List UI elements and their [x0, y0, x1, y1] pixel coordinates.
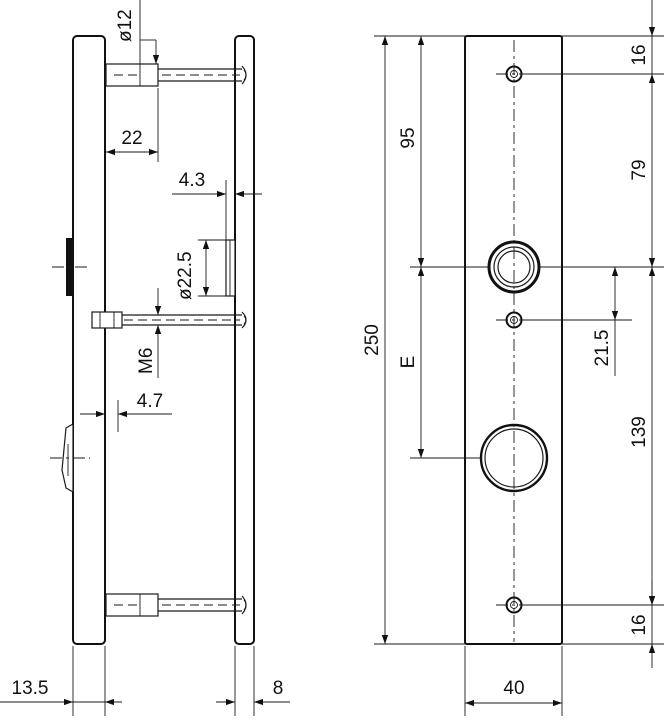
dim-8: 8: [216, 646, 290, 716]
label-4-3: 4.3: [179, 170, 205, 191]
label-95: 95: [398, 127, 419, 148]
label-8: 8: [273, 678, 284, 699]
dim-13-5: 13.5: [0, 646, 122, 716]
label-22: 22: [121, 128, 142, 149]
dim-e: E: [398, 267, 425, 458]
left-plate: [72, 35, 106, 645]
front-view: 250 95 E 40 16 79: [362, 0, 664, 716]
screw-hole-bottom: [496, 596, 532, 614]
label-16-bottom: 16: [629, 614, 650, 635]
label-250: 250: [362, 324, 383, 356]
dim-16-top: 16: [629, 0, 656, 98]
dim-4-3: 4.3: [172, 170, 262, 240]
label-139: 139: [629, 416, 650, 448]
dim-79: 79: [629, 98, 656, 267]
label-m6: M6: [136, 348, 157, 374]
screw-hole-middle: [496, 311, 532, 329]
dim-22: 22: [106, 88, 159, 162]
label-4-7: 4.7: [137, 391, 163, 412]
label-dia-12: ø12: [115, 9, 136, 42]
dim-16-bottom: 16: [629, 580, 656, 668]
rosette: [225, 239, 236, 297]
label-21-5: 21.5: [592, 330, 613, 367]
bolt-top: [105, 63, 247, 87]
label-79: 79: [629, 159, 650, 180]
dim-139: 139: [629, 267, 656, 605]
label-16-top: 16: [629, 44, 650, 65]
right-plate: [234, 35, 255, 645]
bolt-bottom: [105, 593, 247, 617]
side-view: ø12 22 4.3 ø22.5 M6: [0, 0, 290, 716]
dim-dia-12: ø12: [115, 0, 160, 64]
label-e: E: [398, 356, 419, 369]
front-plate: [464, 35, 563, 645]
dim-m6: M6: [136, 288, 162, 378]
bolt-middle: [91, 311, 247, 329]
label-13-5: 13.5: [12, 678, 49, 699]
dim-21-5: 21.5: [592, 267, 619, 376]
dim-4-7: 4.7: [80, 391, 172, 432]
dim-95: 95: [398, 36, 425, 267]
label-40: 40: [503, 678, 524, 699]
dim-250: 250: [362, 36, 389, 644]
dim-dia-22-5: ø22.5: [175, 239, 226, 300]
label-dia-22-5: ø22.5: [175, 251, 196, 300]
screw-hole-top: [496, 65, 532, 83]
dim-40: 40: [464, 646, 563, 716]
